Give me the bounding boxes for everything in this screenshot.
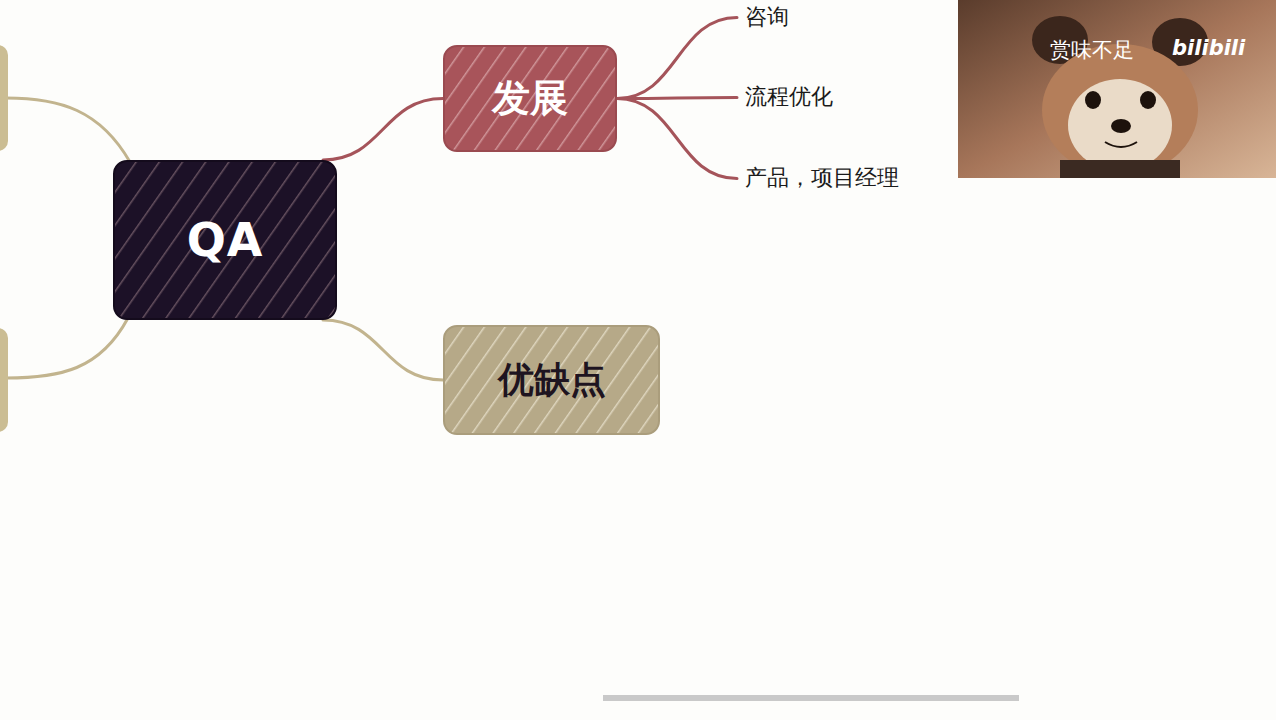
branch-connector xyxy=(323,320,443,380)
leaf-topic: 产品，项目经理 xyxy=(743,164,901,193)
branch-connector xyxy=(617,98,737,99)
topic-text: QA xyxy=(187,213,264,267)
leaf-topic: 流程优化 xyxy=(743,83,835,112)
leaf-topic: 咨询 xyxy=(743,3,791,32)
watermark-logo: bilibili xyxy=(1172,36,1245,60)
main-topic: 发展 xyxy=(443,45,617,152)
partial-topic-box xyxy=(0,45,8,151)
watermark-text: 赏味不足 xyxy=(1050,36,1134,64)
topic-text: 发展 xyxy=(492,73,568,124)
branch-line xyxy=(6,98,130,162)
main-topic: 优缺点 xyxy=(443,325,660,435)
topic-text: 流程优化 xyxy=(745,85,833,109)
topic-text: 咨询 xyxy=(745,5,789,29)
branch-line xyxy=(6,318,128,378)
branch-connector xyxy=(617,99,737,179)
partial-topic-box xyxy=(0,328,8,432)
branch-connector xyxy=(323,99,443,161)
scrollbar xyxy=(603,695,1019,701)
watermark-photo xyxy=(958,0,1276,178)
root-topic: QA xyxy=(113,160,337,320)
topic-text: 优缺点 xyxy=(498,356,606,405)
branch-connector xyxy=(617,18,737,99)
topic-text: 产品，项目经理 xyxy=(745,166,899,190)
